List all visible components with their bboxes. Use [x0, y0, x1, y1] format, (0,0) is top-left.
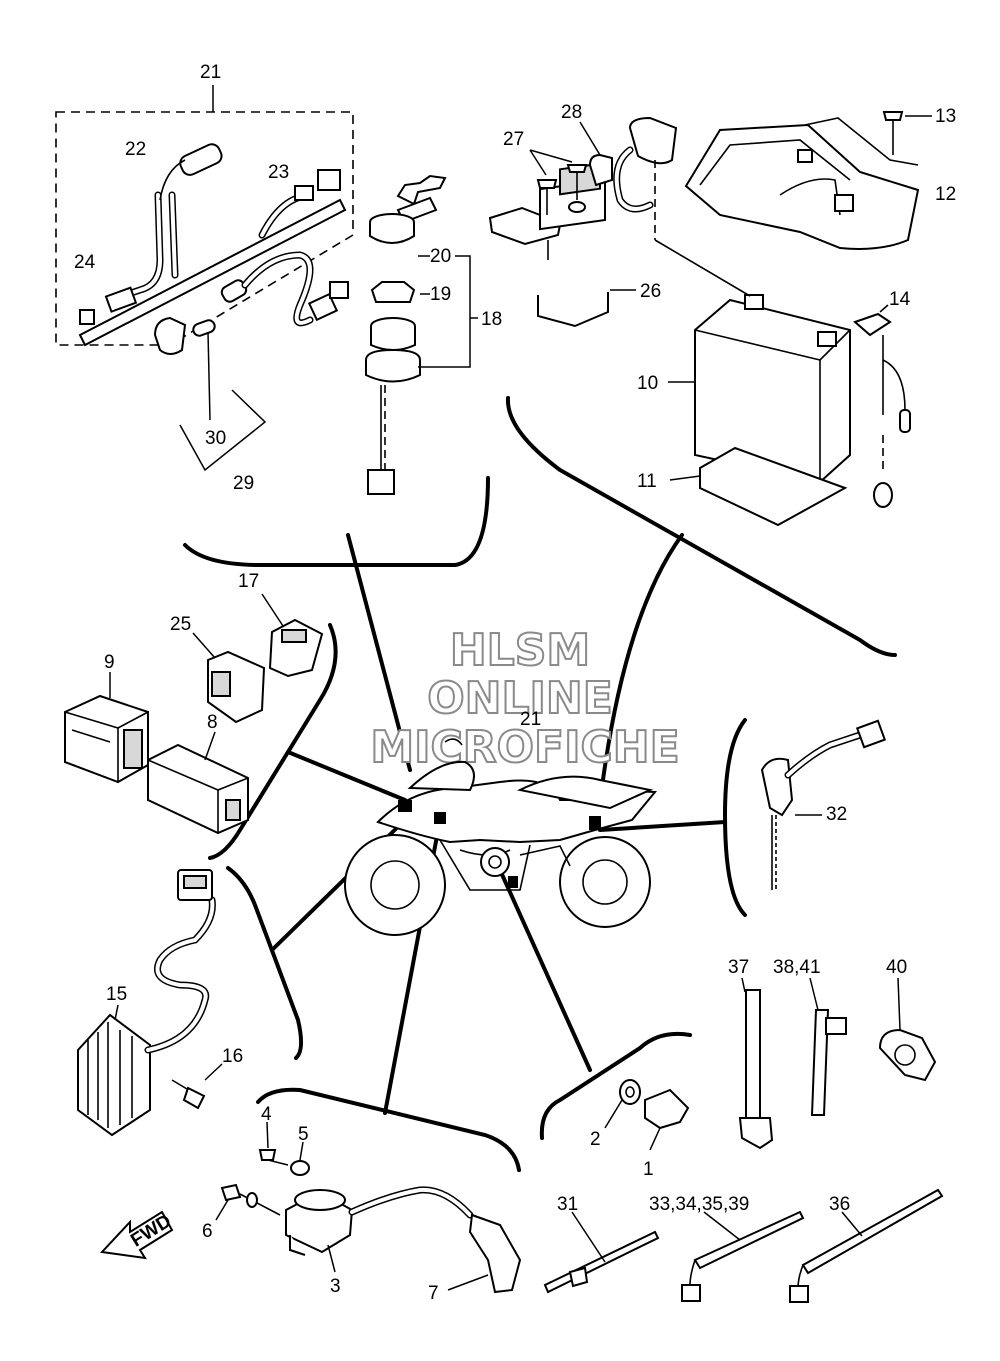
part-29-socket [153, 251, 349, 472]
callout-12: 12 [935, 184, 956, 205]
vehicle-connector-4 [508, 876, 518, 888]
part-2-washer [604, 1079, 641, 1129]
part-1-switch [644, 1088, 690, 1151]
callout-32: 32 [826, 804, 847, 825]
callout-37: 37 [728, 957, 749, 978]
watermark: HLSM ONLINE MICROFICHE [369, 624, 680, 774]
callout-15: 15 [106, 984, 127, 1005]
callout-26: 26 [640, 281, 661, 302]
vehicle-connector-1 [398, 800, 412, 812]
group-brackets [183, 396, 897, 1172]
callout-13: 13 [935, 106, 956, 127]
part-25-relay [192, 632, 266, 724]
callout-30: 30 [205, 428, 226, 449]
vehicle-connector-3 [589, 816, 601, 830]
callout-36: 36 [829, 1194, 850, 1215]
callout-25: 25 [170, 614, 191, 635]
watermark-line-1: HLSM [450, 625, 590, 676]
atv-illustration [344, 738, 658, 936]
part-10-battery [654, 160, 851, 484]
part-15-rectifier [77, 869, 216, 1137]
part-32-sensor [760, 719, 887, 890]
callout-33-34-35-39: 33,34,35,39 [649, 1194, 749, 1215]
vehicle-connector-2 [434, 812, 446, 824]
watermark-line-2: ONLINE [427, 673, 613, 724]
fwd-arrow-icon: FWD [99, 1210, 175, 1260]
callout-31: 31 [557, 1194, 578, 1215]
part-11-tray [669, 446, 848, 527]
part-13-bolt [882, 111, 932, 155]
callout-2: 2 [590, 1129, 601, 1150]
part-8-ecu [147, 731, 249, 835]
watermark-line-3: MICROFICHE [370, 722, 679, 773]
callout-19: 19 [430, 284, 451, 305]
part-16-bolt [171, 1063, 223, 1110]
callout-20: 20 [430, 246, 451, 267]
part-6-bolt [215, 1183, 281, 1221]
part-3-ignition-coil [285, 1186, 474, 1273]
callout-27: 27 [503, 129, 524, 150]
part-27-screw [529, 149, 588, 215]
callout-18: 18 [481, 309, 502, 330]
callout-14: 14 [889, 289, 911, 310]
part-31-cable-tie [543, 1211, 660, 1294]
callout-23: 23 [268, 162, 289, 183]
part-40-clamp [878, 977, 937, 1082]
callout-8: 8 [207, 712, 218, 733]
callout-10: 10 [637, 373, 658, 394]
callout-5: 5 [298, 1124, 309, 1145]
fwd-label: FWD [127, 1211, 175, 1252]
callout-22: 22 [125, 139, 146, 160]
part-21-wire-harness [55, 85, 354, 347]
callout-4: 4 [261, 1104, 272, 1125]
part-28-terminal-cover [579, 116, 678, 213]
part-7-plug-cap [447, 1213, 522, 1294]
callout-40: 40 [886, 957, 907, 978]
part-18-ignition-switch [365, 174, 478, 495]
callout-11: 11 [637, 471, 657, 492]
callout-24: 24 [74, 252, 96, 273]
callout-labels: 21 22 23 24 20 19 18 30 29 27 28 26 13 1… [74, 62, 956, 1304]
callout-38-41: 38,41 [773, 957, 821, 978]
part-4-bolt [258, 1121, 289, 1166]
callout-16: 16 [222, 1046, 243, 1067]
callout-7: 7 [428, 1283, 439, 1304]
part-12-battery-box [684, 117, 920, 250]
part-17-relay [261, 593, 324, 678]
callout-9: 9 [104, 652, 115, 673]
part-33-cable-tie [681, 1210, 805, 1302]
callout-6: 6 [202, 1221, 213, 1242]
part-5-washer [290, 1141, 310, 1176]
part-37-band [738, 977, 774, 1150]
callout-21-top: 21 [200, 62, 221, 83]
part-36-cable-tie [789, 1188, 944, 1303]
callout-17: 17 [238, 571, 259, 592]
callout-1: 1 [643, 1159, 654, 1180]
callout-28: 28 [561, 102, 582, 123]
part-14-lead-wire [853, 304, 911, 508]
part-38-band [809, 977, 847, 1116]
callout-29: 29 [233, 473, 254, 494]
callout-21-center: 21 [520, 709, 541, 730]
callout-3: 3 [330, 1276, 341, 1297]
part-9-ecu-bracket [64, 672, 149, 784]
